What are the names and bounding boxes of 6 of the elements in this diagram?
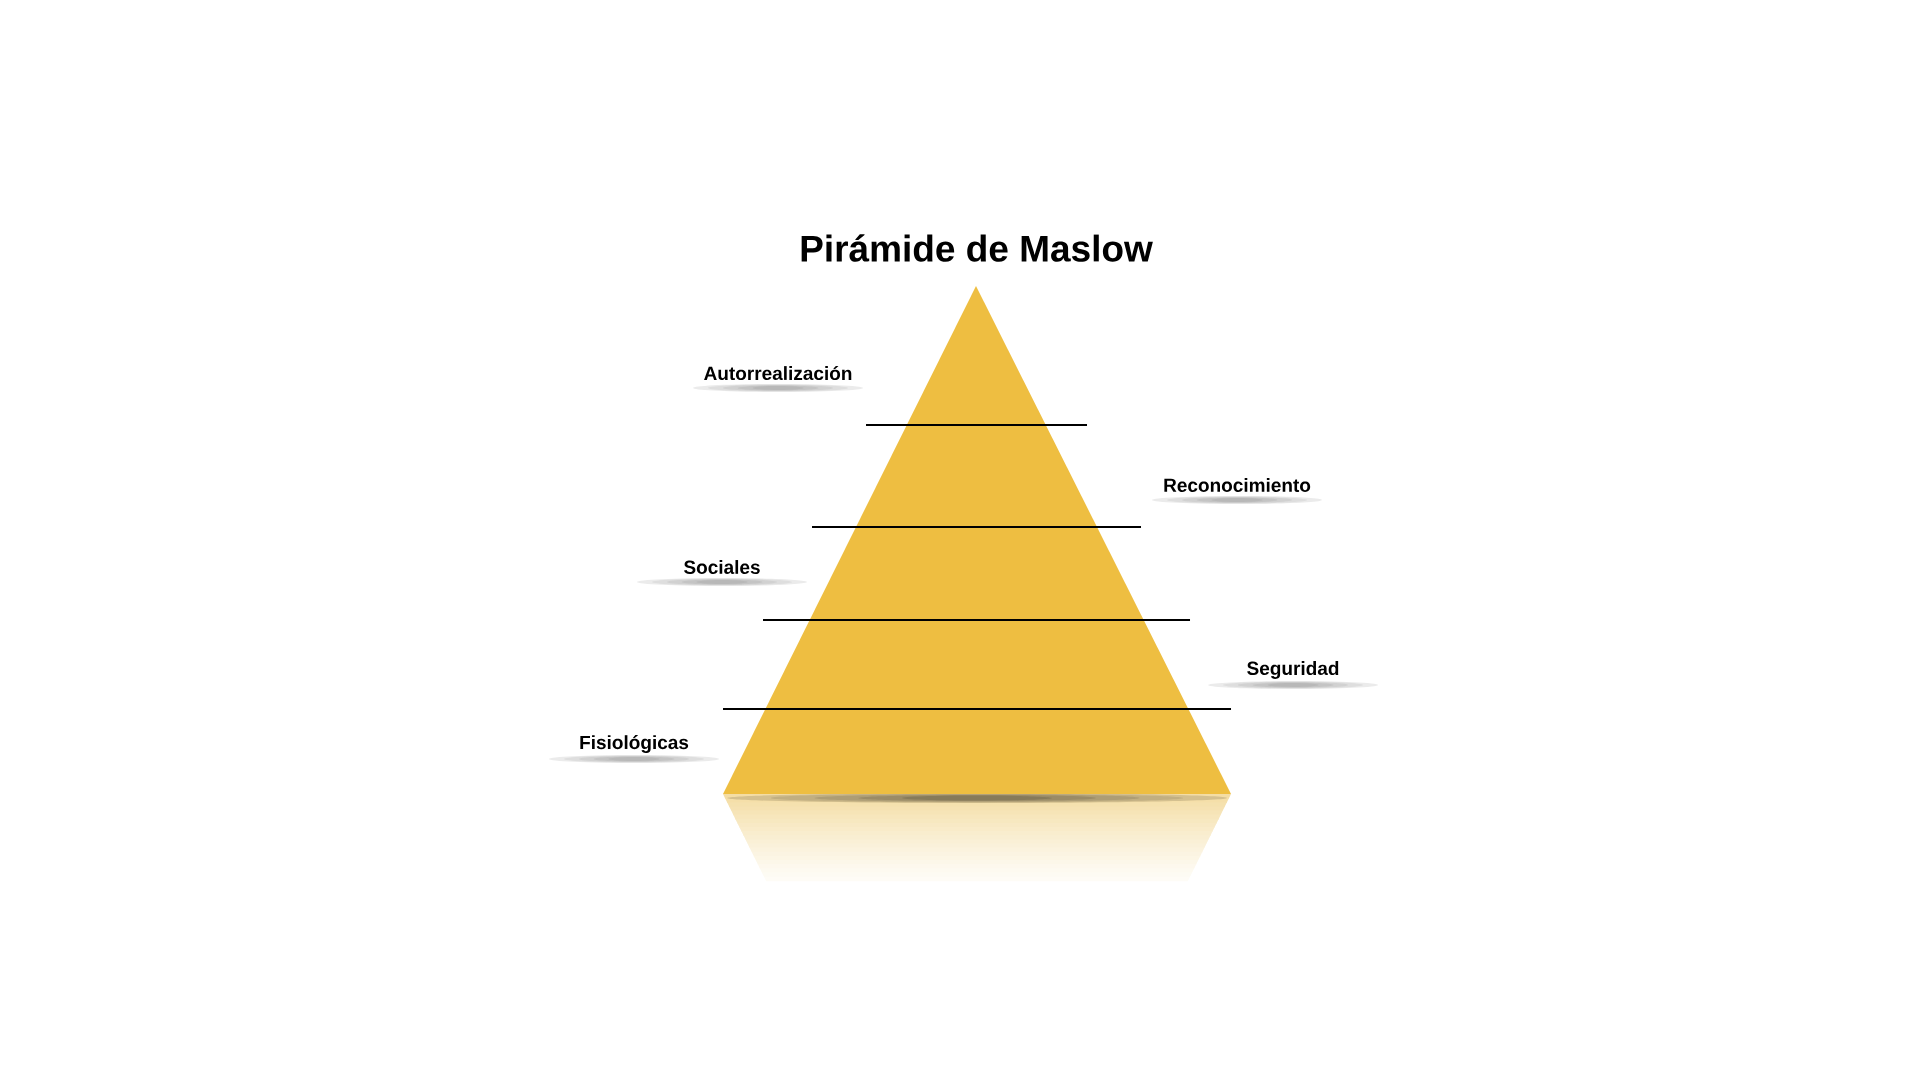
title: Pirámide de Maslow: [801, 234, 1153, 262]
tier-label: Reconocimiento: [1152, 478, 1322, 504]
tier-label: Sociales: [637, 560, 807, 586]
tier-label: Seguridad: [1208, 661, 1378, 689]
tier-label: Fisiológicas: [549, 735, 719, 763]
tier-label: Autorrealización: [693, 365, 863, 392]
